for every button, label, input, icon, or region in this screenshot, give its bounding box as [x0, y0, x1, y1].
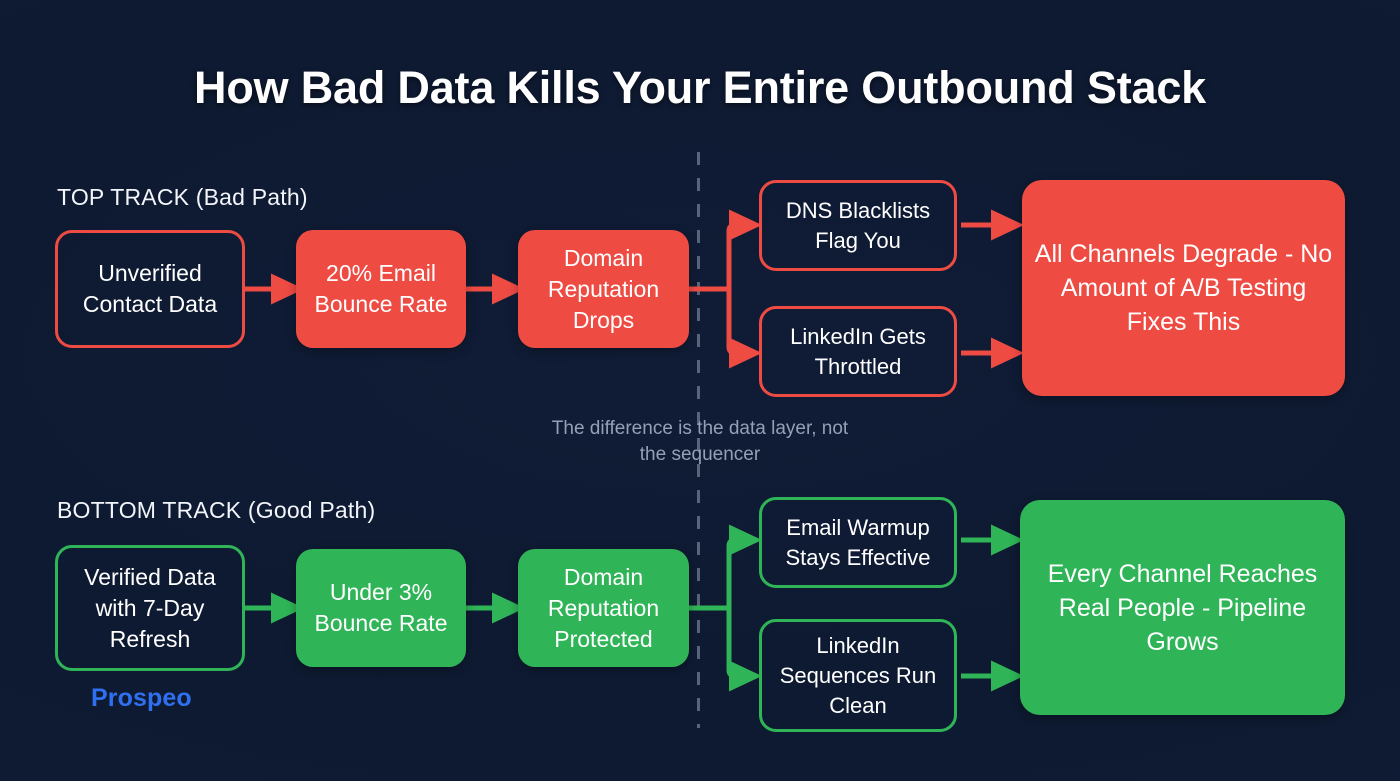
node-bottom-start[interactable]: Verified Data with 7-Day Refresh — [55, 545, 245, 671]
node-bottom-branch-1-label: Email Warmup Stays Effective — [785, 514, 931, 570]
node-bottom-step-2-label: Domain Reputation Protected — [547, 563, 660, 652]
node-top-step-2[interactable]: Domain Reputation Drops — [518, 230, 689, 348]
node-bottom-start-label: Verified Data with 7-Day Refresh — [84, 563, 216, 652]
arrow-bottom-split-to-branch2 — [726, 608, 762, 692]
node-top-step-1-label: 20% Email Bounce Rate — [314, 260, 448, 317]
node-top-start-label: Unverified Contact Data — [82, 260, 218, 317]
vertical-dashed-divider — [697, 152, 700, 728]
track-label-bottom: BOTTOM TRACK (Good Path) — [57, 497, 376, 523]
node-bottom-step-1[interactable]: Under 3% Bounce Rate — [296, 549, 466, 667]
node-bottom-outcome-label: Every Channel Reaches Real People - Pipe… — [1047, 559, 1318, 656]
node-top-outcome[interactable]: All Channels Degrade - No Amount of A/B … — [1022, 180, 1345, 396]
arrow-top-split-to-branch2 — [726, 289, 762, 369]
node-top-step-1[interactable]: 20% Email Bounce Rate — [296, 230, 466, 348]
node-top-start[interactable]: Unverified Contact Data — [55, 230, 245, 348]
node-bottom-branch-2-label: LinkedIn Sequences Run Clean — [779, 632, 937, 718]
node-bottom-branch-1[interactable]: Email Warmup Stays Effective — [759, 497, 957, 588]
middle-caption: The difference is the data layer, not th… — [551, 418, 849, 465]
arrow-top-split-to-branch1 — [726, 209, 762, 289]
node-top-branch-2[interactable]: LinkedIn Gets Throttled — [759, 306, 957, 397]
brand-label: Prospeo — [91, 684, 192, 712]
node-bottom-outcome[interactable]: Every Channel Reaches Real People - Pipe… — [1020, 500, 1345, 715]
track-label-top: TOP TRACK (Bad Path) — [57, 184, 308, 210]
node-top-step-2-label: Domain Reputation Drops — [547, 244, 660, 333]
node-bottom-branch-2[interactable]: LinkedIn Sequences Run Clean — [759, 619, 957, 732]
arrow-bottom-split-to-branch1 — [726, 524, 762, 608]
node-top-outcome-label: All Channels Degrade - No Amount of A/B … — [1034, 240, 1333, 336]
page-title: How Bad Data Kills Your Entire Outbound … — [194, 62, 1206, 113]
node-top-branch-1[interactable]: DNS Blacklists Flag You — [759, 180, 957, 271]
node-top-branch-1-label: DNS Blacklists Flag You — [785, 197, 931, 253]
node-bottom-step-1-label: Under 3% Bounce Rate — [314, 579, 448, 636]
node-top-branch-2-label: LinkedIn Gets Throttled — [790, 323, 926, 379]
node-bottom-step-2[interactable]: Domain Reputation Protected — [518, 549, 689, 667]
